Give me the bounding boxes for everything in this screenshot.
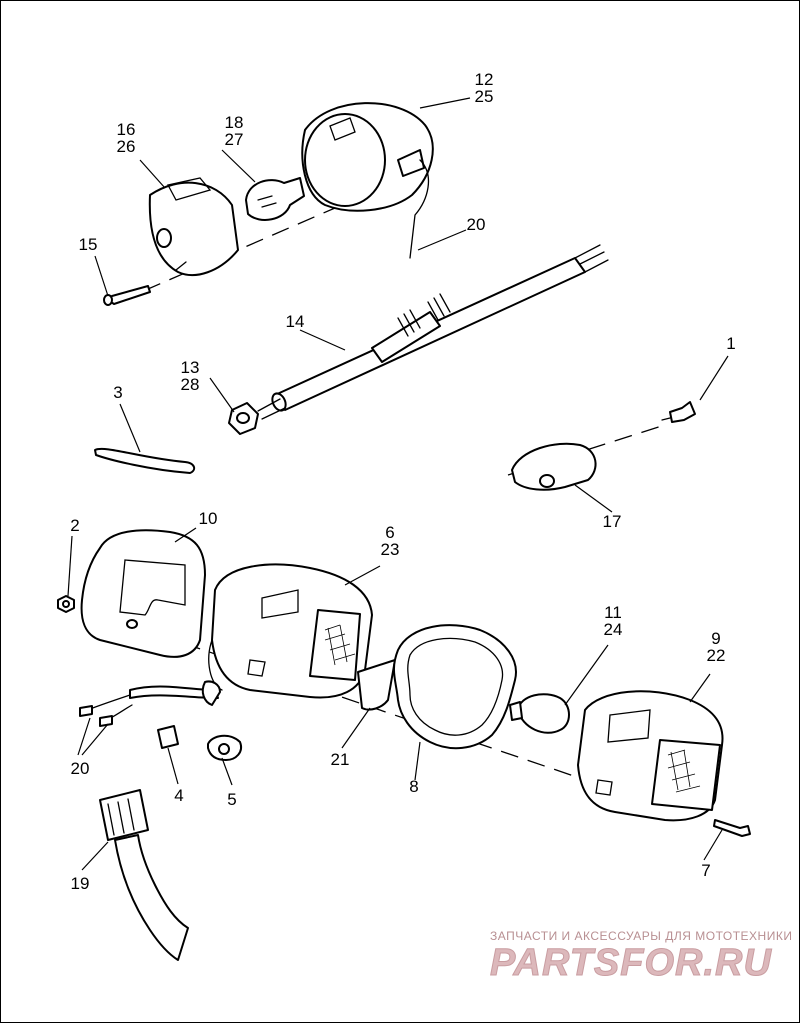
callout-c11-line-0: 11: [604, 603, 622, 622]
callout-c2-line-0: 2: [70, 516, 79, 535]
tail-lamp-housing-part: [208, 563, 373, 699]
callout-c5-line-0: 5: [227, 790, 236, 809]
callout-c14-line-0: 14: [286, 312, 305, 331]
callout-c3-line-0: 3: [113, 383, 122, 402]
callout-c9-line-0: 9: [711, 629, 720, 648]
connector-harness-part: [99, 789, 189, 961]
callout-c8-line-0: 8: [409, 777, 418, 796]
callout-c12-line-1: 25: [475, 87, 494, 106]
leader-lines: [67, 97, 729, 871]
callout-c6-line-1: 23: [381, 540, 400, 559]
callout-c6-line-0: 6: [385, 523, 394, 542]
nut-part: [228, 402, 259, 435]
callout-c9-line-1: 22: [707, 646, 726, 665]
clip-part-4: [157, 725, 179, 749]
signal-mount-part: [148, 177, 239, 276]
callout-c17-line-0: 17: [603, 512, 622, 531]
callout-c13-line-1: 28: [181, 375, 200, 394]
watermark-tagline: ЗАПЧАСТИ И АКСЕССУАРЫ ДЛЯ МОТОТЕХНИКИ: [490, 929, 792, 943]
callout-c10-line-0: 10: [199, 509, 218, 528]
watermark-brand: PARTSFOR.RU: [490, 942, 772, 984]
tail-lamp-lens-part: [577, 690, 724, 822]
lens-gasket-part: [392, 624, 517, 750]
callout-c16-line-1: 26: [117, 137, 136, 156]
screw-part-15: [103, 285, 151, 306]
callout-c20a-line-0: 20: [467, 215, 486, 234]
callout-c20b-line-0: 20: [71, 759, 90, 778]
back-plate-part: [80, 529, 206, 658]
wire-leads-part: [79, 680, 221, 727]
screw-part-1: [661, 401, 696, 423]
bulb-part-upper: [245, 177, 305, 221]
crossbar-part: [257, 244, 609, 420]
bracket-part: [511, 442, 597, 491]
callout-c7-line-0: 7: [701, 861, 710, 880]
wire-clip-part: [94, 447, 196, 474]
callout-c15-line-0: 15: [79, 235, 98, 254]
callout-c18-line-0: 18: [225, 113, 244, 132]
callout-c21-line-0: 21: [331, 750, 350, 769]
cable-clamp-part: [207, 734, 242, 761]
callout-c18-line-1: 27: [225, 130, 244, 149]
callout-c1-line-0: 1: [726, 334, 735, 353]
callout-c13-line-0: 13: [181, 358, 200, 377]
signal-housing-part: [301, 102, 434, 259]
nut-part-2: [57, 595, 75, 613]
callout-c19-line-0: 19: [71, 874, 90, 893]
callout-c12-line-0: 12: [475, 70, 494, 89]
callout-c4-line-0: 4: [174, 786, 183, 805]
callout-c11-line-1: 24: [604, 620, 623, 639]
watermark: ЗАПЧАСТИ И АКСЕССУАРЫ ДЛЯ МОТОТЕХНИКИ PA…: [490, 929, 792, 985]
reflector-part: [357, 659, 396, 711]
callout-c16-line-0: 16: [117, 120, 136, 139]
screw-part-7: [713, 819, 751, 837]
bulb-part-lower: [509, 693, 570, 734]
